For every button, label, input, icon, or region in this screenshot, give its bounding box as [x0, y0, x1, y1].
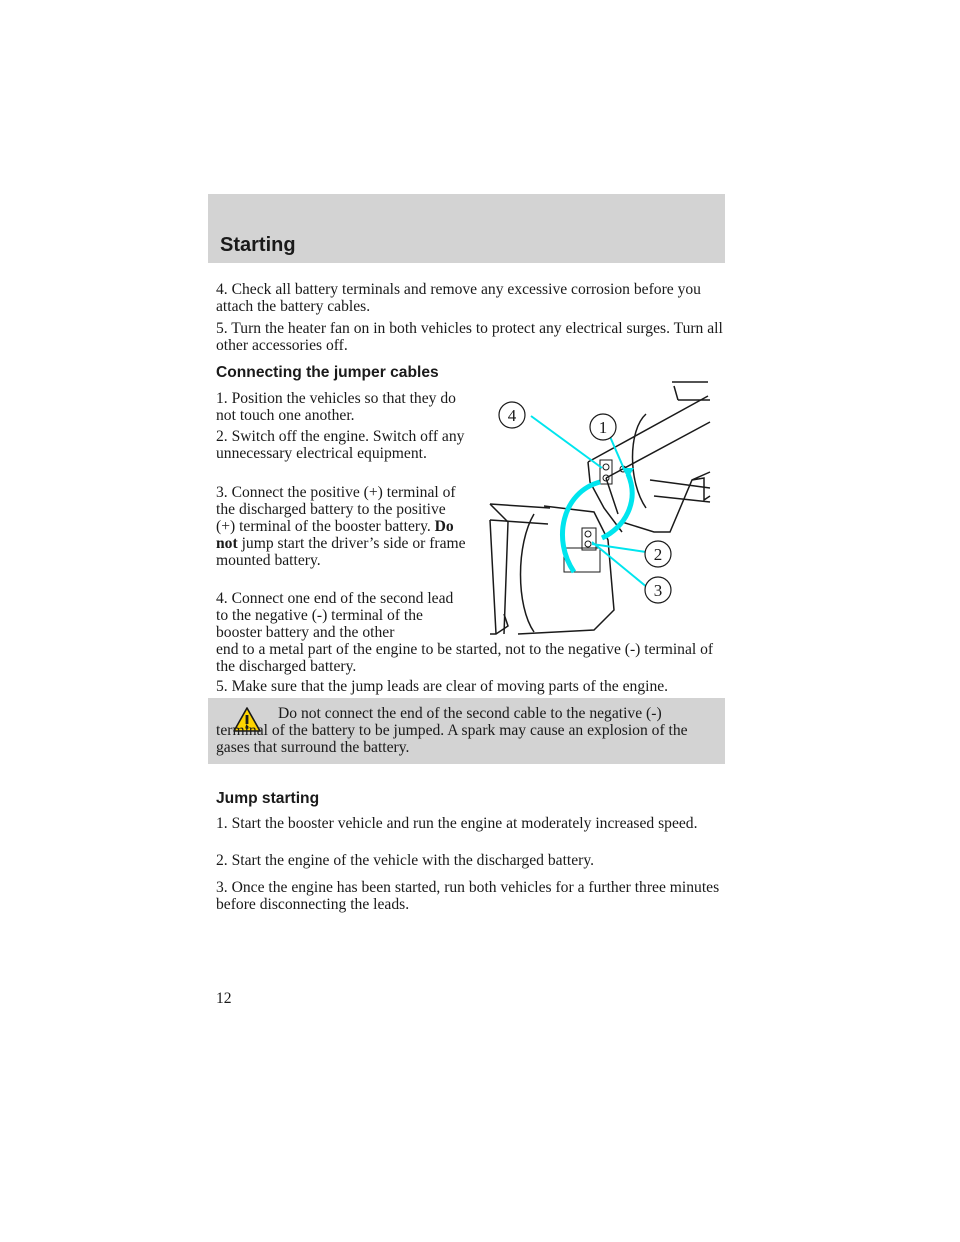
- section-title: Starting: [220, 234, 296, 256]
- warning-text: Do not connect the end of the second cab…: [216, 705, 688, 756]
- connecting-step-5: 5. Make sure that the jump leads are cle…: [216, 678, 669, 695]
- connecting-step-4-start: 4. Connect one end of the second lead to…: [216, 590, 454, 641]
- discharged-vehicle-outline: [489, 503, 615, 635]
- step-3-text-start: 3. Connect the positive (+) terminal of …: [216, 484, 456, 535]
- booster-battery-icon: [599, 459, 627, 485]
- callout-1-label: 1: [599, 418, 608, 437]
- discharged-battery-icon: [563, 527, 601, 573]
- callout-2-label: 2: [654, 545, 663, 564]
- connecting-step-3: 3. Connect the positive (+) terminal of …: [216, 484, 466, 569]
- warning-box: Do not connect the end of the second cab…: [208, 698, 725, 764]
- intro-step-5: 5. Turn the heater fan on in both vehicl…: [216, 320, 723, 354]
- callout-lines: [530, 415, 649, 589]
- section-header-band: Starting: [208, 194, 725, 263]
- positive-cable-arc: [560, 473, 635, 574]
- step-3-text-end: jump start the driver’s side or frame mo…: [216, 535, 466, 569]
- jump-starting-heading: Jump starting: [216, 790, 320, 807]
- jump-step-2: 2. Start the engine of the vehicle with …: [216, 852, 595, 869]
- connecting-step-1: 1. Position the vehicles so that they do…: [216, 390, 456, 424]
- callout-3-circle: [644, 576, 672, 604]
- connecting-step-2: 2. Switch off the engine. Switch off any…: [216, 428, 465, 462]
- page-number: 12: [216, 990, 232, 1007]
- callout-2-circle: [644, 540, 672, 568]
- connecting-step-4-end: end to a metal part of the engine to be …: [216, 641, 714, 675]
- booster-vehicle-outline: [587, 381, 711, 533]
- callout-3-label: 3: [654, 581, 663, 600]
- callout-1-circle: [589, 413, 617, 441]
- connecting-heading: Connecting the jumper cables: [216, 364, 439, 381]
- callout-4-label: 4: [508, 406, 517, 425]
- jumper-cable-diagram: 4 1 2 3: [489, 381, 711, 635]
- callout-4-circle: [498, 401, 526, 429]
- warning-triangle-icon: [233, 707, 261, 732]
- cable-arrowhead: [622, 468, 634, 478]
- step-3-do-not: Do not: [216, 518, 454, 552]
- intro-step-4: 4. Check all battery terminals and remov…: [216, 281, 701, 315]
- jump-step-1: 1. Start the booster vehicle and run the…: [216, 815, 698, 832]
- jump-step-3: 3. Once the engine has been started, run…: [216, 879, 720, 913]
